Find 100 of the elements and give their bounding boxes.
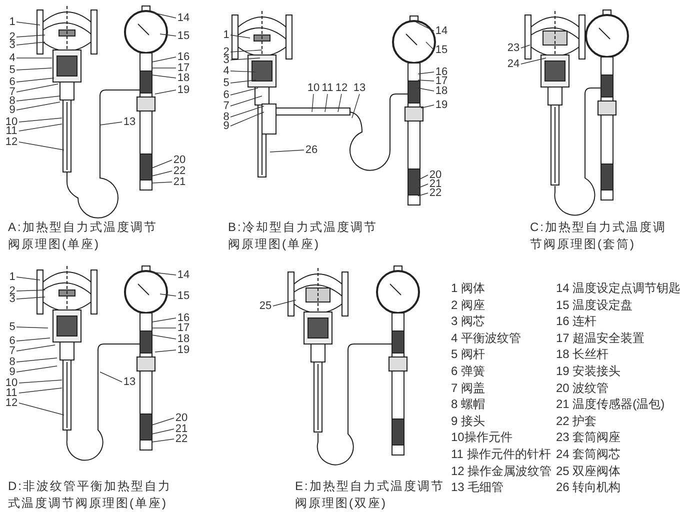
leader-line — [16, 276, 40, 280]
legend-item: 5 阀杆 — [451, 347, 486, 362]
callout-number: 11 — [4, 125, 19, 137]
leader-line — [152, 56, 176, 62]
temperature-control-valve-drawing — [36, 6, 168, 218]
callout-number: 20 — [174, 412, 189, 424]
figure-caption: E:加热型自力式温度调节阀原理图(双座) — [295, 478, 446, 512]
callout-number: 24 — [506, 58, 521, 70]
leader-line — [18, 380, 62, 384]
callout-number: 6 — [8, 76, 16, 88]
callout-number: 15 — [176, 290, 191, 302]
leader-line — [418, 72, 434, 74]
callout-number: 21 — [174, 423, 189, 435]
leader-line — [18, 402, 64, 416]
leader-line — [272, 300, 296, 306]
legend-item: 20 波纹管 — [556, 380, 609, 396]
callout-number: 22 — [428, 187, 443, 199]
leader-line — [16, 290, 46, 292]
leader-line — [154, 350, 176, 352]
leader-line — [18, 388, 62, 394]
legend-item: 2 阀座 — [451, 298, 486, 313]
leader-line — [16, 358, 58, 362]
legend-item: 12 操作金属波纹管 — [451, 464, 552, 479]
legend-item: 13 毛细管 — [451, 480, 504, 496]
leader-line — [16, 338, 50, 342]
leader-line — [152, 334, 176, 340]
leader-line — [18, 118, 62, 122]
callout-number: 5 — [8, 321, 16, 333]
callout-number: 6 — [8, 335, 16, 347]
callout-number: 5 — [8, 64, 16, 76]
callout-number: 10 — [4, 116, 19, 128]
callout-number: 19 — [176, 84, 191, 96]
legend-item: 6 弹簧 — [451, 364, 486, 379]
legend-item: 17 超温安全装置 — [556, 330, 645, 346]
leader-line — [16, 84, 58, 92]
callout-number: 16 — [176, 51, 191, 63]
callout-number: 14 — [434, 25, 449, 37]
legend-item: 25 双座阀体 — [556, 464, 621, 479]
legend-item: 1 阀体 — [451, 281, 486, 296]
legend-item: 24 套筒阀芯 — [556, 447, 621, 462]
callout-number: 11 — [4, 387, 19, 399]
leader-line — [152, 160, 172, 168]
leader-line — [418, 184, 428, 188]
callout-number: 1 — [222, 29, 230, 41]
leader-line — [338, 94, 342, 112]
temperature-control-valve-drawing — [36, 266, 168, 461]
callout-number: 5 — [222, 77, 230, 89]
legend-item: 4 平衡波纹管 — [451, 330, 522, 346]
leader-line — [16, 34, 46, 38]
callout-number: 4 — [222, 65, 230, 77]
legend-item: 7 阀盖 — [451, 380, 486, 396]
leader-line — [150, 272, 176, 276]
callout-number: 25 — [258, 300, 273, 312]
leader-line — [152, 318, 176, 322]
leader-line — [152, 418, 174, 426]
leader-line — [230, 106, 264, 118]
callout-number: 6 — [222, 89, 230, 101]
legend-item: 18 长丝杆 — [556, 347, 609, 362]
callout-number: 8 — [222, 111, 230, 123]
legend-item: 23 套筒阀座 — [556, 430, 621, 446]
legend-item: 10操作元件 — [451, 430, 512, 446]
leader-line — [16, 42, 46, 46]
leader-line — [230, 88, 258, 96]
leader-line — [152, 428, 174, 434]
callout-number: 9 — [8, 366, 16, 378]
callout-number: 8 — [8, 356, 16, 368]
callout-number: 3 — [8, 293, 16, 305]
leader-line — [230, 50, 262, 52]
temperature-control-valve-drawing — [524, 10, 629, 216]
leader-line — [324, 94, 328, 112]
callout-number: 12 — [334, 82, 349, 94]
leader-line — [230, 70, 256, 72]
leader-line — [16, 22, 40, 26]
callout-number: 13 — [122, 376, 137, 388]
callout-number: 19 — [176, 344, 191, 356]
callout-number: 1 — [8, 271, 16, 283]
figure-caption: B:冷却型自力式温度调节阀原理图(单座) — [228, 219, 378, 253]
leader-line — [152, 170, 172, 176]
callout-number: 17 — [176, 62, 191, 74]
legend-item: 15 温度设定盘 — [556, 298, 633, 313]
leader-line — [100, 372, 122, 382]
leader-line — [16, 366, 58, 372]
callout-number: 20 — [172, 154, 187, 166]
figure-caption: C:加热型自力式温度调节阀原理图(套筒) — [530, 219, 668, 253]
legend-item: 14 温度设定点调节钥匙 — [556, 281, 680, 296]
figure-caption: D:非波纹管平衡加热型自力式温度调节阀原理图(单座) — [8, 478, 172, 512]
leader-line — [150, 12, 176, 18]
leader-line — [420, 104, 434, 108]
callout-number: 1 — [8, 16, 16, 28]
leader-line — [416, 22, 434, 32]
temperature-control-valve-drawing — [288, 266, 420, 466]
callout-number: 3 — [222, 54, 230, 66]
leader-line — [426, 42, 434, 50]
callout-number: 18 — [176, 333, 191, 345]
leader-line — [16, 68, 52, 70]
callout-number: 7 — [8, 86, 16, 98]
legend-item: 3 阀芯 — [451, 314, 486, 330]
callout-number: 9 — [222, 120, 230, 132]
callout-number: 13 — [352, 82, 367, 94]
callout-number: 8 — [8, 95, 16, 107]
